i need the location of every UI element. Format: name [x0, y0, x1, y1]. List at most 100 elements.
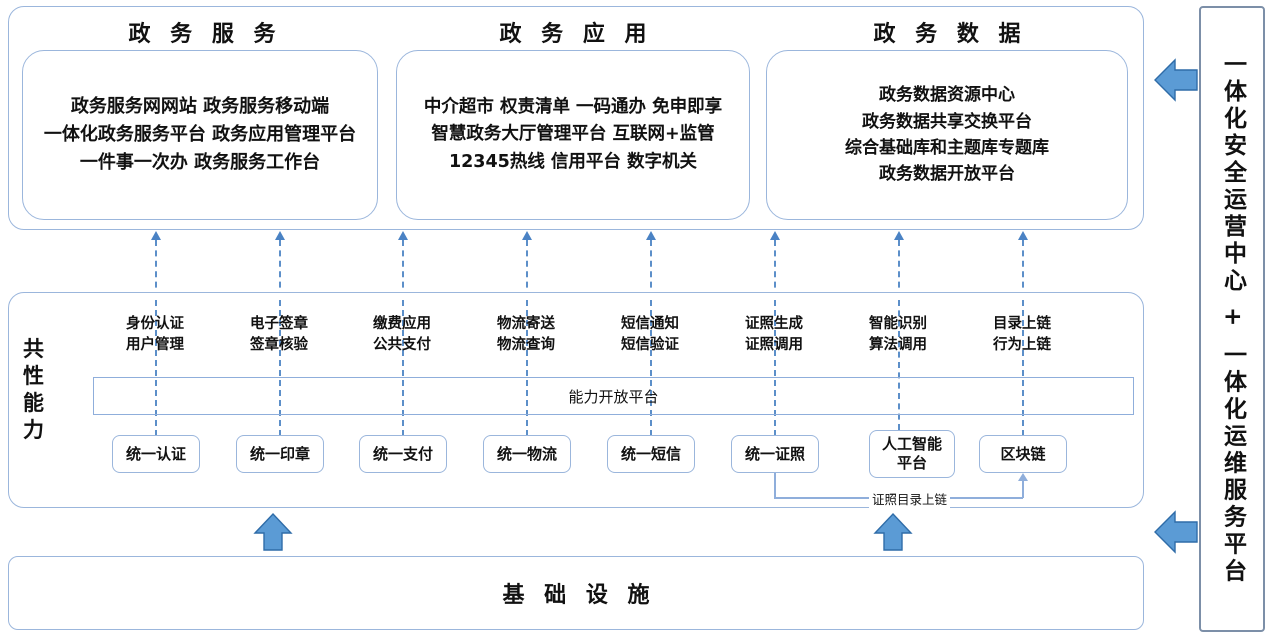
data-line-4: 政务数据开放平台 — [879, 164, 1015, 185]
leftward-arrow-top — [1154, 58, 1198, 102]
application-line-2: 智慧政务大厅管理平台 互联网+监管 — [431, 124, 715, 145]
capability-side-char-4: 力 — [23, 417, 45, 442]
capability-side-char-3: 能 — [23, 390, 45, 415]
capability-caption-6-line-2: 证照调用 — [745, 336, 803, 353]
capability-caption-1: 身份认证 用户管理 — [96, 314, 214, 355]
capability-caption-4: 物流寄送 物流查询 — [467, 314, 585, 355]
capability-box-ai-platform-line-2: 平台 — [896, 454, 927, 472]
dashed-line-8 — [1022, 240, 1024, 298]
dashed-arrowhead-3 — [398, 231, 408, 240]
application-line-3: 12345热线 信用平台 数字机关 — [448, 151, 698, 172]
section-title-government-data: 政 务 数 据 — [873, 22, 1027, 47]
dashed-line-6 — [774, 240, 776, 298]
capability-box-unified-seal-label: 统一印章 — [249, 444, 310, 463]
dashed-arrowhead-2 — [275, 231, 285, 240]
dashed-arrowhead-4 — [522, 231, 532, 240]
upward-arrow-right — [873, 512, 913, 551]
right-side-panel-label: 一体化安全运营中心 + 一体化运维服务平台 — [1219, 52, 1246, 586]
capability-box-unified-logistics-label: 统一物流 — [496, 444, 557, 463]
infrastructure-label: 基 础 设 施 — [502, 583, 656, 608]
right-side-panel-container — [1199, 6, 1265, 632]
section-title-government-application: 政 务 应 用 — [499, 22, 653, 47]
section-title-government-service: 政 务 服 务 — [128, 22, 282, 47]
service-line-3: 一件事一次办 政务服务工作台 — [79, 151, 321, 173]
capability-box-unified-license-label: 统一证照 — [744, 444, 805, 463]
dashed-line-inner-3 — [402, 300, 404, 436]
capability-box-unified-sms-label: 统一短信 — [620, 444, 681, 463]
capability-caption-3: 缴费应用 公共支付 — [343, 314, 461, 355]
data-line-3: 综合基础库和主题库专题库 — [845, 138, 1049, 158]
chain-connector-label: 证照目录上链 — [869, 489, 951, 508]
dashed-arrowhead-5 — [646, 231, 656, 240]
application-inner-box: 中介超市 权责清单 一码通办 免申即享 智慧政务大厅管理平台 互联网+监管 12… — [396, 50, 750, 220]
dashed-arrowhead-6 — [770, 231, 780, 240]
data-line-1: 政务数据资源中心 — [879, 85, 1015, 106]
capability-box-unified-license[interactable]: 统一证照 — [731, 435, 819, 473]
capability-box-unified-sms[interactable]: 统一短信 — [607, 435, 695, 473]
capability-side-label: 共 性 能 力 — [14, 336, 54, 444]
infrastructure-container — [8, 556, 1144, 630]
data-inner-box: 政务数据资源中心 政务数据共享交换平台 综合基础库和主题库专题库 政务数据开放平… — [766, 50, 1128, 220]
dashed-arrowhead-1 — [151, 231, 161, 240]
dashed-line-inner-5 — [650, 300, 652, 436]
capability-caption-7: 智能识别 算法调用 — [839, 314, 957, 355]
application-line-1: 中介超市 权责清单 一码通办 免申即享 — [423, 97, 723, 118]
capability-box-unified-auth-label: 统一认证 — [125, 444, 186, 463]
capability-caption-1-line-2: 用户管理 — [126, 336, 184, 353]
capability-box-unified-payment[interactable]: 统一支付 — [359, 435, 447, 473]
dashed-line-7 — [898, 240, 900, 298]
capability-caption-6: 证照生成 证照调用 — [715, 314, 833, 355]
capability-caption-7-line-2: 算法调用 — [869, 336, 927, 353]
service-line-1: 政务服务网网站 政务服务移动端 — [70, 96, 330, 118]
capability-caption-3-line-2: 公共支付 — [373, 336, 431, 353]
capability-box-unified-payment-label: 统一支付 — [372, 444, 433, 463]
dashed-line-2 — [279, 240, 281, 298]
dashed-line-inner-1 — [155, 300, 157, 436]
capability-box-blockchain-label: 区块链 — [1000, 444, 1046, 463]
capability-caption-4-line-2: 物流查询 — [497, 336, 555, 353]
capability-box-ai-platform-line-1: 人工智能 — [881, 435, 942, 454]
capability-caption-8: 目录上链 行为上链 — [963, 314, 1081, 355]
capability-caption-8-line-1: 目录上链 — [993, 316, 1051, 332]
capability-caption-5-line-2: 短信验证 — [621, 336, 679, 353]
leftward-arrow-bottom — [1154, 510, 1198, 554]
capability-caption-3-line-1: 缴费应用 — [373, 316, 431, 332]
capability-caption-2-line-1: 电子签章 — [250, 316, 308, 332]
capability-caption-2: 电子签章 签章核验 — [220, 314, 338, 355]
service-line-2: 一体化政务服务平台 政务应用管理平台 — [43, 124, 357, 146]
dashed-arrowhead-8 — [1018, 231, 1028, 240]
chain-connector-segment-down — [774, 473, 776, 498]
chain-connector-segment-up — [1022, 480, 1024, 498]
service-inner-box: 政务服务网网站 政务服务移动端 一体化政务服务平台 政务应用管理平台 一件事一次… — [22, 50, 378, 220]
capability-caption-8-line-2: 行为上链 — [993, 336, 1051, 353]
capability-side-char-2: 性 — [23, 363, 45, 388]
dashed-line-inner-8 — [1022, 300, 1024, 436]
capability-box-ai-platform[interactable]: 人工智能 平台 — [869, 430, 955, 478]
dashed-arrowhead-7 — [894, 231, 904, 240]
dashed-line-1 — [155, 240, 157, 298]
dashed-line-5 — [650, 240, 652, 298]
capability-caption-6-line-1: 证照生成 — [745, 316, 803, 332]
capability-open-platform-bar — [93, 377, 1134, 415]
capability-caption-4-line-1: 物流寄送 — [497, 316, 555, 332]
capability-box-unified-logistics[interactable]: 统一物流 — [483, 435, 571, 473]
upward-arrow-left — [253, 512, 293, 551]
dashed-line-inner-2 — [279, 300, 281, 436]
capability-caption-1-line-1: 身份认证 — [126, 316, 184, 332]
data-line-2: 政务数据共享交换平台 — [862, 111, 1032, 132]
dashed-line-3 — [402, 240, 404, 298]
capability-caption-2-line-2: 签章核验 — [250, 336, 308, 353]
capability-box-unified-seal[interactable]: 统一印章 — [236, 435, 324, 473]
capability-caption-5: 短信通知 短信验证 — [591, 314, 709, 355]
chain-connector-arrowhead — [1018, 473, 1028, 481]
dashed-line-inner-4 — [526, 300, 528, 436]
capability-side-char-1: 共 — [23, 337, 45, 361]
capability-open-platform-label: 能力开放平台 — [568, 387, 659, 406]
dashed-line-4 — [526, 240, 528, 298]
capability-box-unified-auth[interactable]: 统一认证 — [112, 435, 200, 473]
dashed-line-inner-7 — [898, 300, 900, 430]
capability-caption-7-line-1: 智能识别 — [869, 316, 927, 332]
dashed-line-inner-6 — [774, 300, 776, 436]
capability-box-blockchain[interactable]: 区块链 — [979, 435, 1067, 473]
